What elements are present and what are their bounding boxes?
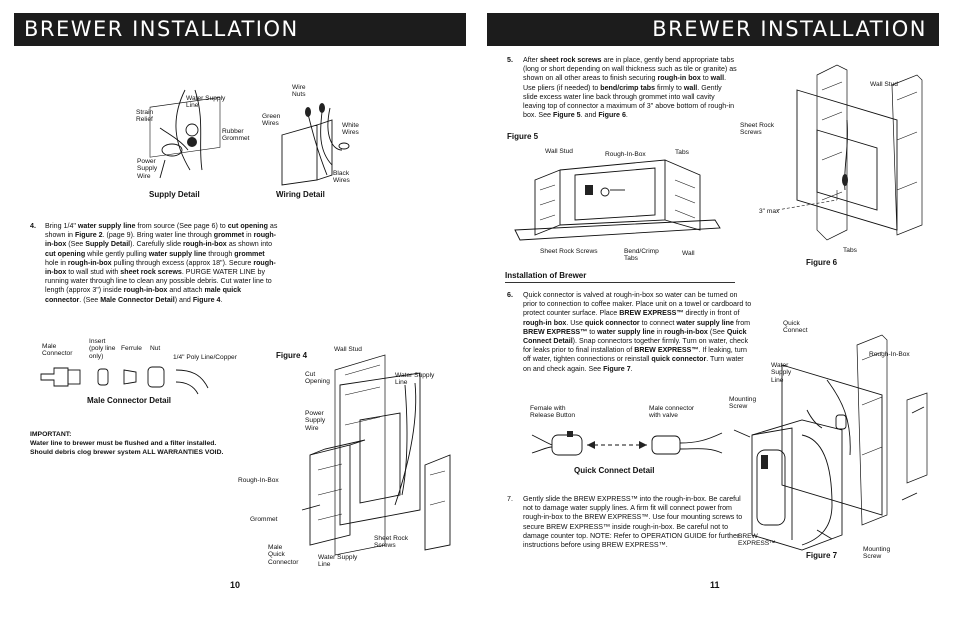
- quick-connect-illustration: [531, 431, 723, 456]
- fig4-label-sheet-rock-screws: Sheet Rock Screws: [374, 535, 409, 550]
- figure-4-caption: Figure 4: [276, 351, 308, 360]
- step-5-text: After sheet rock screws are in place, ge…: [523, 56, 737, 120]
- fig4-label-cut-opening: Cut Opening: [305, 371, 330, 386]
- label-ferrule: Ferrule: [121, 345, 142, 352]
- fig4-label-grommet: Grommet: [250, 516, 278, 523]
- fig6-label-wall-stud: Wall Stud: [870, 81, 898, 88]
- fig7-label-quick-connect: Quick Connect: [783, 320, 808, 335]
- label-wire-nuts: Wire Nuts: [292, 84, 306, 99]
- fig4-label-wall-stud: Wall Stud: [334, 346, 362, 353]
- figure-5-caption: Figure 5: [507, 132, 539, 141]
- installation-heading: Installation of Brewer: [505, 271, 587, 280]
- label-water-supply-line: Water Supply Line: [186, 95, 226, 110]
- step-5-number: 5.: [507, 56, 513, 64]
- male-connector-detail-caption: Male Connector Detail: [87, 396, 172, 405]
- fig7-label-brew-express: BREW EXPRESS™: [738, 533, 776, 548]
- step-5: 5. After sheet rock screws are in place,…: [507, 56, 737, 120]
- qc-label-male: Male connector with valve: [649, 405, 695, 420]
- fig5-label-tabs: Tabs: [675, 149, 689, 156]
- qc-label-female: Female with Release Button: [530, 405, 576, 420]
- installation-heading-rule: [505, 282, 735, 283]
- figure-6-caption: Figure 6: [806, 258, 838, 267]
- label-power-supply-wire: Power Supply Wire: [137, 158, 158, 180]
- male-connector-illustration: [40, 366, 209, 395]
- fig4-label-water-supply-line-bottom: Water Supply Line: [318, 554, 358, 569]
- step-4: 4. Bring 1/4" water supply line from sou…: [30, 222, 278, 305]
- fig5-label-sheet-rock-screws: Sheet Rock Screws: [540, 248, 598, 255]
- page-banner: BREWER INSTALLATION: [487, 13, 939, 46]
- important-title: IMPORTANT:: [30, 431, 72, 438]
- quick-connect-detail-caption: Quick Connect Detail: [574, 466, 655, 475]
- label-white-wires: White Wires: [342, 122, 359, 137]
- fig7-label-mounting-screw-bottom: Mounting Screw: [863, 546, 891, 561]
- fig4-label-male-quick-connector: Male Quick Connector: [268, 544, 299, 566]
- page-number-left: 10: [230, 580, 241, 590]
- label-insert: Insert (poly line only): [89, 338, 116, 360]
- label-black-wires: Black Wires: [333, 170, 350, 185]
- left-page: BREWER INSTALLATION Water Supply Line St…: [14, 13, 466, 590]
- step-7-text: Gently slide the BREW EXPRESS™ into the …: [523, 495, 743, 550]
- fig4-label-rough-in-box: Rough-In-Box: [238, 477, 279, 484]
- fig6-label-sheet-rock-screws: Sheet Rock Screws: [740, 122, 775, 137]
- figure-4-illustration: [301, 354, 451, 556]
- step-6-text: Quick connector is valved at rough-in-bo…: [523, 291, 752, 373]
- figure-7-caption: Figure 7: [806, 551, 838, 560]
- fig7-label-rough-in-box: Rough-In-Box: [869, 351, 910, 358]
- figure-7-illustration: [733, 334, 928, 551]
- wiring-detail-caption: Wiring Detail: [276, 190, 325, 199]
- figure-5-illustration: [514, 159, 721, 241]
- step-6: 6. Quick connector is valved at rough-in…: [507, 291, 752, 374]
- fig7-label-mounting-screw-top: Mounting Screw: [729, 396, 757, 411]
- fig4-label-power-supply-wire: Power Supply Wire: [305, 410, 326, 432]
- fig5-label-wall: Wall: [682, 250, 695, 257]
- step-4-text: Bring 1/4" water supply line from source…: [45, 222, 278, 304]
- wiring-detail-illustration: [281, 103, 350, 186]
- step-4-number: 4.: [30, 222, 36, 230]
- fig5-label-wall-stud: Wall Stud: [545, 148, 573, 155]
- right-page: BREWER INSTALLATION 5. After sheet rock …: [477, 0, 954, 618]
- important-line-2: Should debris clog brewer system ALL WAR…: [30, 448, 224, 456]
- step-7-number: 7.: [507, 495, 513, 503]
- label-poly-line: 1/4" Poly Line/Copper: [173, 354, 237, 361]
- important-line-1: Water line to brewer must be flushed and…: [30, 439, 217, 447]
- fig5-label-rough-in-box: Rough-In-Box: [605, 151, 646, 158]
- supply-detail-illustration: [149, 89, 221, 179]
- page-number-right: 11: [710, 580, 720, 590]
- label-strain-relief: Strain Relief: [136, 109, 154, 124]
- fig6-label-tabs: Tabs: [843, 247, 857, 254]
- label-male-connector: Male Connector: [42, 343, 73, 358]
- label-green-wires: Green Wires: [262, 113, 281, 128]
- page-banner: BREWER INSTALLATION: [14, 13, 466, 46]
- fig4-label-water-supply-line: Water Supply Line: [395, 372, 435, 387]
- step-7: 7. Gently slide the BREW EXPRESS™ into t…: [507, 495, 752, 550]
- label-nut: Nut: [150, 345, 161, 352]
- supply-detail-caption: Supply Detail: [149, 190, 200, 199]
- important-note: IMPORTANT: Water line to brewer must be …: [30, 431, 223, 457]
- fig7-label-water-supply-line: Water Supply Line: [771, 362, 792, 384]
- fig6-label-three-max: 3" max: [759, 208, 780, 215]
- step-6-number: 6.: [507, 291, 513, 299]
- fig5-label-bend-crimp-tabs: Bend/Crimp Tabs: [624, 248, 659, 263]
- label-rubber-grommet: Rubber Grommet: [222, 128, 250, 143]
- figure-6-illustration: [776, 64, 923, 241]
